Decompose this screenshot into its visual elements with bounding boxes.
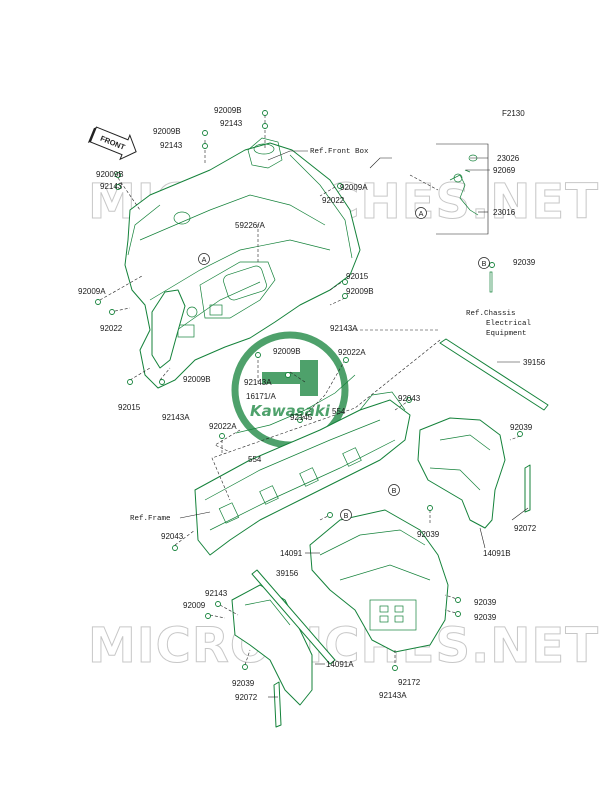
- label-92143a: 92143A: [244, 378, 272, 387]
- label-39156: 39156: [523, 358, 546, 367]
- label-92143a: 92143A: [162, 413, 190, 422]
- bracket-left: [273, 681, 282, 728]
- dashboard-panel: [124, 137, 361, 389]
- label-92172: 92172: [398, 678, 421, 687]
- inset-box-a: [436, 143, 489, 235]
- fasteners: [95, 110, 523, 671]
- label-92143a: 92143A: [379, 691, 407, 700]
- label-92039: 92039: [513, 258, 536, 267]
- label-92009b: 92009B: [273, 347, 301, 356]
- label-14091: 14091: [280, 549, 303, 558]
- bracket-right: [524, 464, 531, 513]
- label-92039: 92039: [474, 613, 497, 622]
- label-92009: 92009: [183, 601, 206, 610]
- label-92039: 92039: [474, 598, 497, 607]
- label-14091a: 14091A: [326, 660, 354, 669]
- svg-text:B: B: [392, 486, 397, 495]
- figure-code: F2130: [502, 109, 525, 118]
- svg-text:B: B: [482, 259, 487, 268]
- label-92022: 92022: [100, 324, 123, 333]
- label-92015: 92015: [118, 403, 141, 412]
- label-39156: 39156: [276, 569, 299, 578]
- label-59226: 59226/A: [235, 221, 265, 230]
- label-92022a: 92022A: [209, 422, 237, 431]
- wire-harness: [235, 374, 356, 434]
- trim-strip-bottom: [251, 569, 336, 665]
- label-92039: 92039: [232, 679, 255, 688]
- label-23016: 23016: [493, 208, 516, 217]
- ref-frame: Ref.Frame: [130, 515, 171, 523]
- label-92143a: 92143A: [330, 324, 358, 333]
- label-23026: 23026: [497, 154, 520, 163]
- label-92009b: 92009B: [346, 287, 374, 296]
- label-92009b: 92009B: [183, 375, 211, 384]
- right-fender: [417, 417, 506, 529]
- label-92022a: 92022A: [338, 348, 366, 357]
- label-92009a: 92009A: [340, 183, 368, 192]
- label-92043: 92043: [161, 532, 184, 541]
- label-92015: 92015: [346, 272, 369, 281]
- svg-text:A: A: [202, 255, 207, 264]
- frame-crossmember: [194, 391, 411, 556]
- label-92072: 92072: [514, 524, 537, 533]
- watermark-bottom: MICROFICHES.NET: [88, 618, 599, 674]
- label-92022: 92022: [322, 196, 345, 205]
- label-92145: 92145: [290, 413, 313, 422]
- label-14091b: 14091B: [483, 549, 511, 558]
- label-92009a: 92009A: [78, 287, 106, 296]
- label-92069: 92069: [493, 166, 516, 175]
- label-92043: 92043: [398, 394, 421, 403]
- connector-b: [489, 271, 493, 293]
- callout-markers: A A B B B: [198, 207, 490, 521]
- ref-front-box: Ref.Front Box: [310, 148, 369, 156]
- label-92143: 92143: [160, 141, 183, 150]
- label-554: 554: [248, 455, 262, 464]
- label-92009b: 92009B: [153, 127, 181, 136]
- label-92039: 92039: [417, 530, 440, 539]
- trim-strip-top: [439, 338, 549, 411]
- label-16171: 16171/A: [246, 392, 276, 401]
- floor-panel: [309, 509, 449, 653]
- label-92009b: 92009B: [96, 170, 124, 179]
- label-92072: 92072: [235, 693, 258, 702]
- label-92143: 92143: [100, 182, 123, 191]
- svg-text:B: B: [344, 511, 349, 520]
- ref-chassis-2: Electrical: [486, 320, 532, 328]
- label-92143: 92143: [205, 589, 228, 598]
- label-92143: 92143: [220, 119, 243, 128]
- ref-chassis-1: Ref.Chassis: [466, 310, 516, 318]
- ref-chassis-3: Equipment: [486, 330, 527, 338]
- glove-box-lid: [151, 289, 186, 369]
- svg-text:A: A: [419, 209, 424, 218]
- label-92039: 92039: [510, 423, 533, 432]
- solid-leaders: [179, 150, 529, 698]
- label-554: 554: [332, 407, 346, 416]
- part-labels: 92009B 92143 92009B 92143 92009B 92143 9…: [78, 106, 546, 702]
- front-arrow-icon: FRONT: [87, 126, 137, 161]
- label-92009b: 92009B: [214, 106, 242, 115]
